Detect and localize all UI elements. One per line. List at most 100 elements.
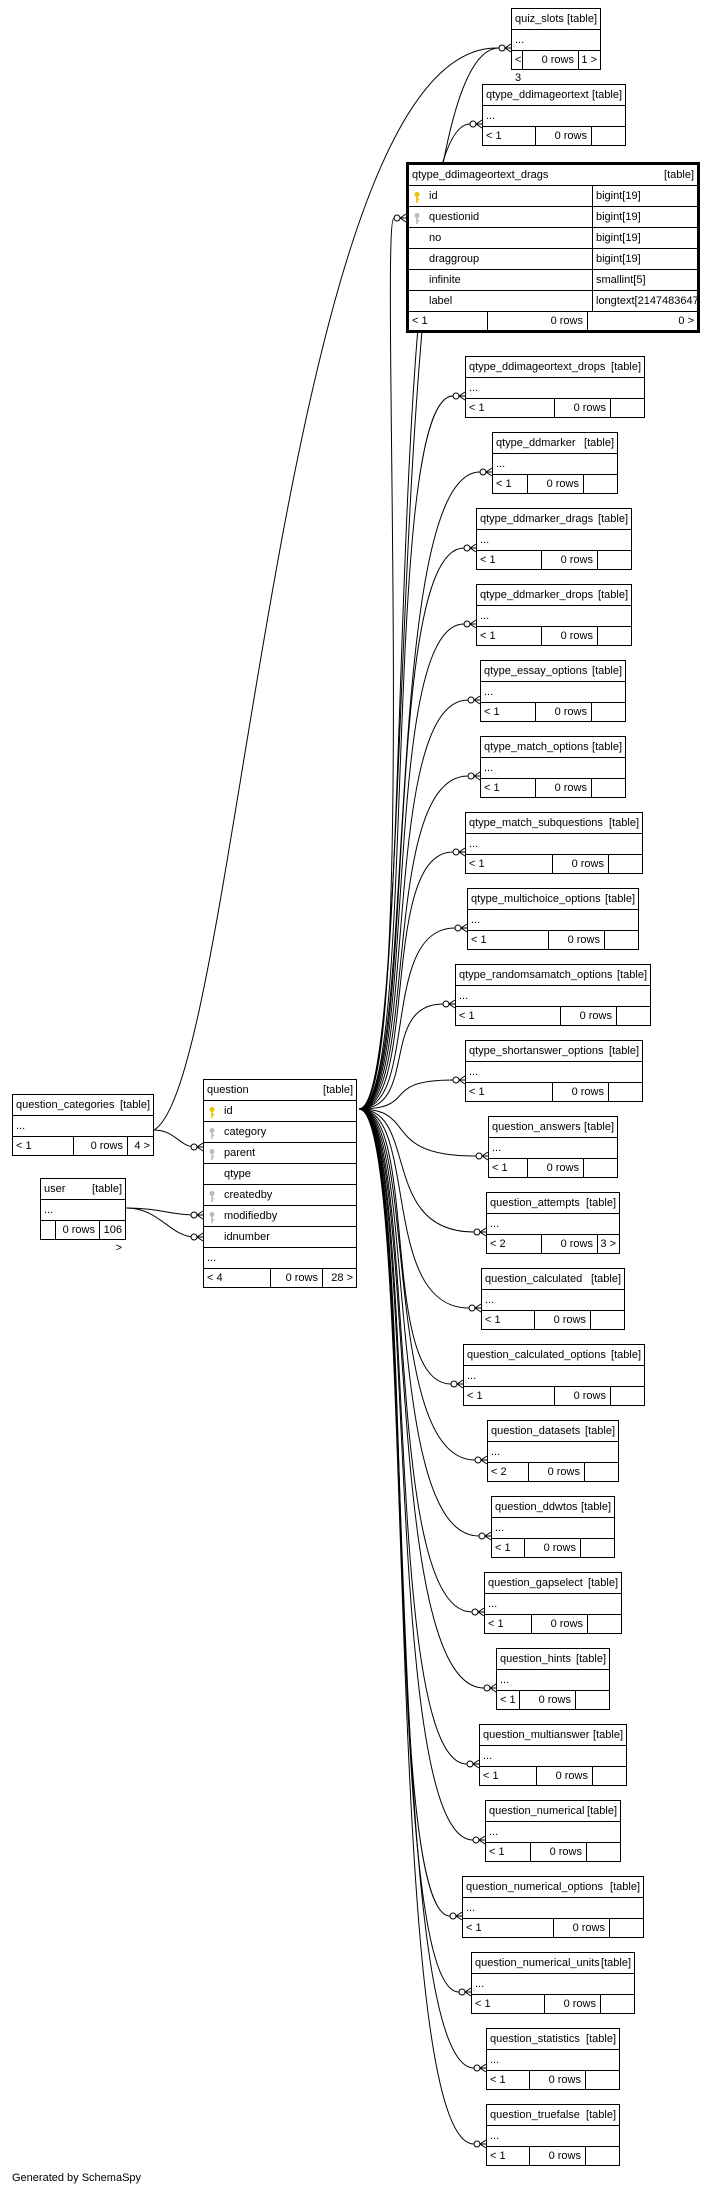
table-question-calculated-options[interactable]: question_calculated_options[table]...< 1… [463,1344,645,1406]
table-header[interactable]: qtype_ddmarker_drags[table] [477,509,631,530]
table-header[interactable]: question_answers[table] [489,1117,617,1138]
table-header[interactable]: qtype_ddmarker_drops[table] [477,585,631,606]
footer-parents[interactable]: < 1 [480,554,496,566]
footer-children[interactable] [600,1995,634,2013]
table-header[interactable]: qtype_ddimageortext_drags[table] [409,165,697,186]
footer-parents[interactable]: < 2 [490,1238,506,1250]
footer-children[interactable] [591,127,625,145]
footer-children[interactable] [584,1463,618,1481]
footer-children[interactable] [583,1159,617,1177]
footer-children[interactable] [575,1691,609,1709]
footer-parents[interactable]: < 1 [466,1922,482,1934]
table-header[interactable]: question_ddwtos[table] [492,1497,614,1518]
footer-children[interactable] [585,2147,619,2165]
table-header[interactable]: qtype_multichoice_options[table] [468,889,638,910]
footer-parents[interactable] [41,1221,55,1239]
table-header[interactable]: question_categories[table] [13,1095,153,1116]
footer-children[interactable]: 106 > [99,1221,125,1254]
footer-parents[interactable]: < 1 [469,858,485,870]
footer-children[interactable] [587,1615,621,1633]
footer-parents[interactable]: < 1 [469,402,485,414]
footer-parents[interactable]: < 1 [496,478,512,490]
footer-parents[interactable]: < 2 [491,1466,507,1478]
footer-parents[interactable]: < 1 [486,130,502,142]
table-header[interactable]: qtype_ddmarker[table] [493,433,617,454]
footer-parents[interactable]: < 3 [515,54,522,84]
footer-parents[interactable]: < 1 [471,934,487,946]
table-header[interactable]: qtype_ddimageortext[table] [483,85,625,106]
footer-parents[interactable]: < 1 [484,706,500,718]
table-header[interactable]: question_numerical_options[table] [463,1877,643,1898]
footer-parents[interactable]: < 1 [500,1694,516,1706]
table-header[interactable]: question_truefalse[table] [487,2105,619,2126]
footer-children[interactable] [590,1311,624,1329]
footer-children[interactable]: 1 > [578,51,600,69]
table-header[interactable]: qtype_match_options[table] [481,737,625,758]
footer-children[interactable] [609,1919,643,1937]
footer-parents[interactable]: < 1 [412,315,428,327]
footer-children[interactable] [591,703,625,721]
footer-children[interactable] [604,931,638,949]
footer-parents[interactable]: < 1 [495,1542,511,1554]
footer-children[interactable] [608,1083,642,1101]
table-header[interactable]: quiz_slots[table] [512,9,600,30]
footer-parents[interactable]: < 1 [480,630,496,642]
table-header[interactable]: qtype_ddimageortext_drops[table] [466,357,644,378]
footer-children[interactable] [597,551,631,569]
table-header[interactable]: question_attempts[table] [487,1193,619,1214]
table-header[interactable]: question_numerical[table] [486,1801,620,1822]
footer-children[interactable] [591,779,625,797]
footer-parents[interactable]: < 1 [475,1998,491,2010]
table-header[interactable]: question[table] [204,1080,356,1101]
footer-parents[interactable]: < 1 [485,1314,501,1326]
footer-children[interactable] [597,627,631,645]
table-header[interactable]: question_multianswer[table] [480,1725,626,1746]
footer-children[interactable] [616,1007,650,1025]
footer-children[interactable] [583,475,617,493]
footer-parents[interactable]: < 1 [483,1770,499,1782]
table-header[interactable]: qtype_randomsamatch_options[table] [456,965,650,986]
table-header[interactable]: qtype_shortanswer_options[table] [466,1041,642,1062]
footer-parents[interactable]: < 1 [490,2074,506,2086]
table-header[interactable]: question_gapselect[table] [485,1573,621,1594]
table-header[interactable]: question_calculated_options[table] [464,1345,644,1366]
footer-parents[interactable]: < 1 [484,782,500,794]
footer-children[interactable]: 0 > [587,312,697,330]
table-header[interactable]: question_datasets[table] [488,1421,618,1442]
table-header[interactable]: qtype_essay_options[table] [481,661,625,682]
footer-children[interactable] [610,1387,644,1405]
footer-children[interactable] [592,1767,626,1785]
footer-children[interactable] [580,1539,614,1557]
footer-parents[interactable]: < 4 [207,1272,223,1284]
table-header[interactable]: user[table] [41,1179,125,1200]
footer-parents[interactable]: < 1 [16,1140,32,1152]
footer-children[interactable]: 4 > [127,1137,153,1155]
footer-parents[interactable]: < 1 [488,1618,504,1630]
table-header[interactable]: qtype_match_subquestions[table] [466,813,642,834]
footer-parents[interactable]: < 1 [490,2150,506,2162]
